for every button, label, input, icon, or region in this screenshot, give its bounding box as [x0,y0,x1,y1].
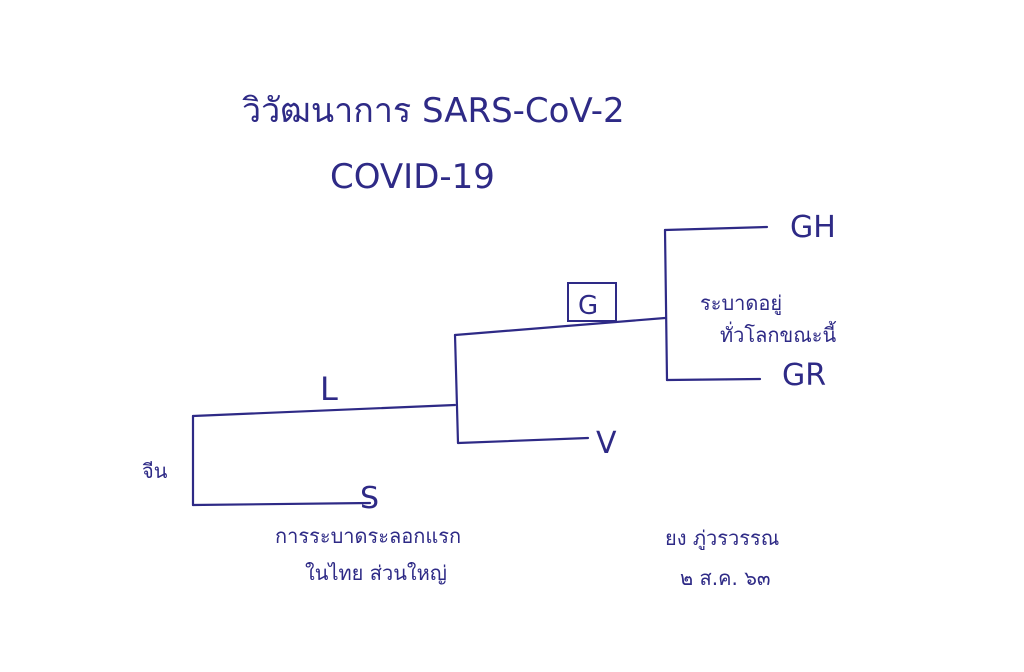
tree-branches [191,225,769,507]
s-note-line-2: ในไทย ส่วนใหญ่ [305,561,447,585]
signature-name: ยง ภู่วรวรรณ [665,526,779,551]
branch-gh [663,225,769,232]
root-label: จีน [142,459,168,483]
branch-v [456,436,590,445]
signature-date: ๒ ส.ค. ๖๓ [680,566,771,590]
node-l-split [453,333,460,445]
clade-label-gh: GH [790,210,836,245]
branch-s [191,501,372,507]
title-line-1: วิวัฒนาการ SARS-CoV-2 [242,91,625,131]
title-line-2: COVID-19 [330,157,495,197]
branch-gr [665,377,762,382]
clade-label-v: V [596,426,617,461]
clade-label-g: G [578,291,598,321]
g-note-line-1: ระบาดอยู่ [700,291,782,316]
clade-label-gr: GR [782,358,826,393]
clade-label-l: L [320,370,338,408]
s-note-line-1: การระบาดระลอกแรก [275,524,461,548]
branch-l [191,403,457,418]
clade-g-box [567,282,617,322]
clade-label-s: S [360,481,379,516]
g-note-line-2: ทั่วโลกขณะนี้ [720,321,836,347]
branch-g [453,316,667,337]
node-g-split [663,228,669,382]
